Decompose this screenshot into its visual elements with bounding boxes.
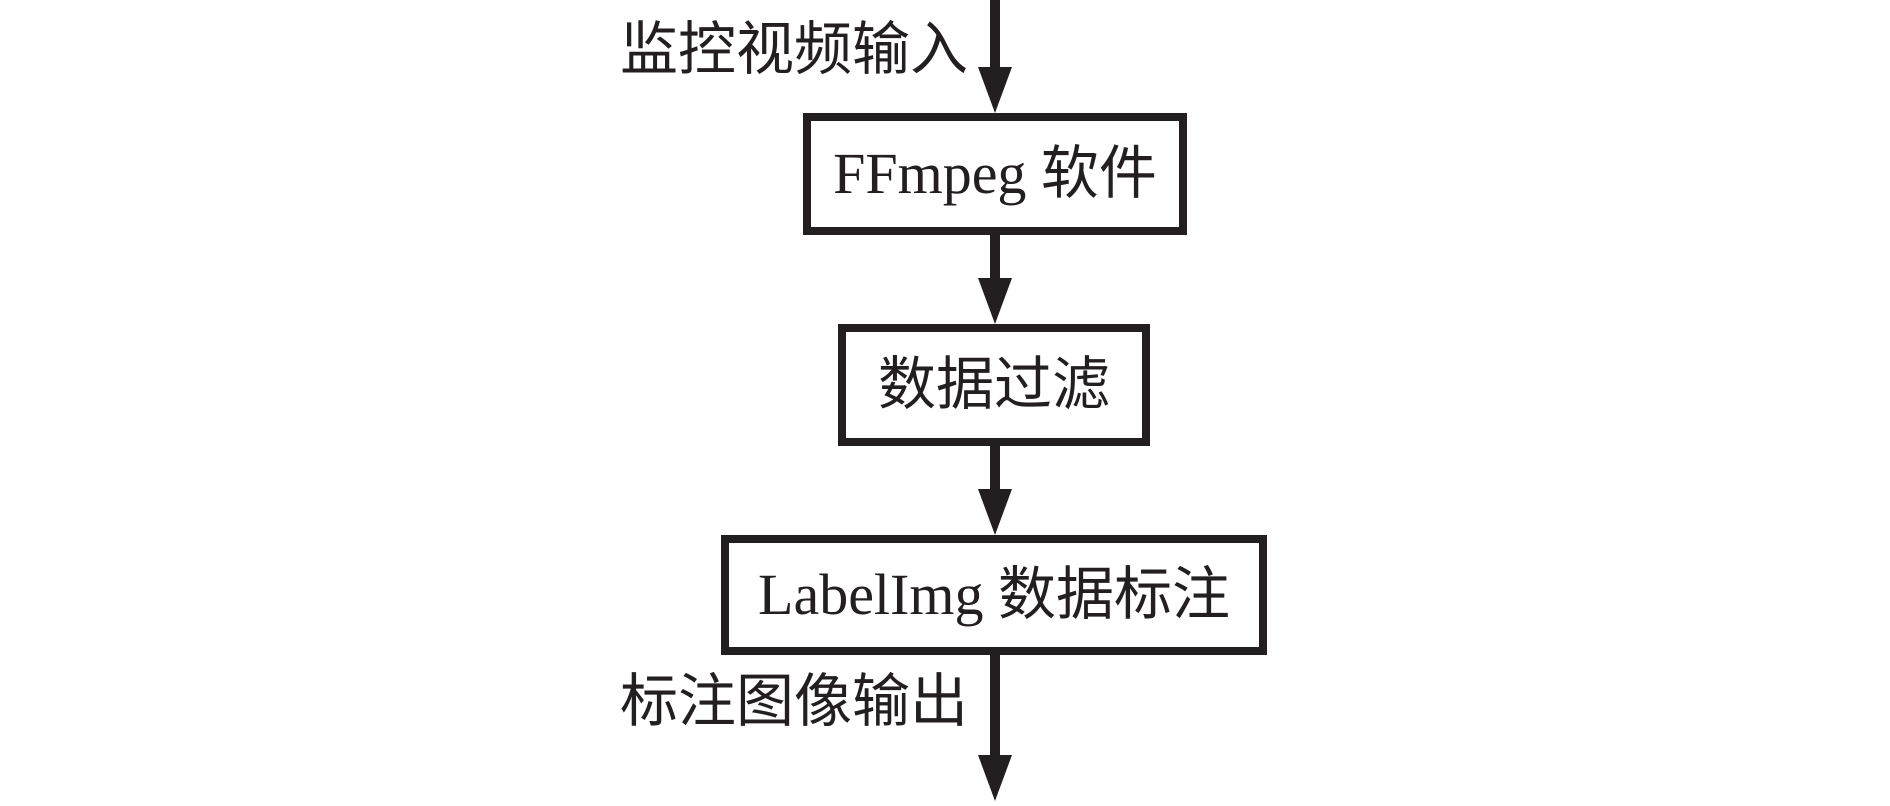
arrow-shaft [990, 0, 1000, 67]
arrow-down-icon [978, 278, 1012, 324]
arrow-down-icon [978, 489, 1012, 535]
node-ffmpeg: FFmpeg 软件 [803, 113, 1187, 235]
node-labelimg-annotation: LabelImg 数据标注 [721, 535, 1267, 655]
node-ffmpeg-label: FFmpeg 软件 [833, 141, 1157, 206]
flow-arrow-output [977, 653, 1013, 801]
node-labelimg-annotation-label: LabelImg 数据标注 [758, 562, 1230, 627]
node-data-filter-label: 数据过滤 [877, 352, 1110, 417]
arrow-down-icon [978, 67, 1012, 113]
flow-arrow-filter-to-labelimg [977, 444, 1013, 535]
arrow-shaft [990, 653, 1000, 755]
arrow-shaft [990, 444, 1000, 489]
flow-arrow-input [977, 0, 1013, 113]
node-data-filter: 数据过滤 [838, 324, 1150, 446]
arrow-down-icon [978, 755, 1012, 801]
input-flow-label: 监控视频输入 [620, 17, 969, 82]
arrow-shaft [990, 233, 1000, 278]
output-flow-label: 标注图像输出 [620, 669, 969, 734]
flow-arrow-ffmpeg-to-filter [977, 233, 1013, 324]
